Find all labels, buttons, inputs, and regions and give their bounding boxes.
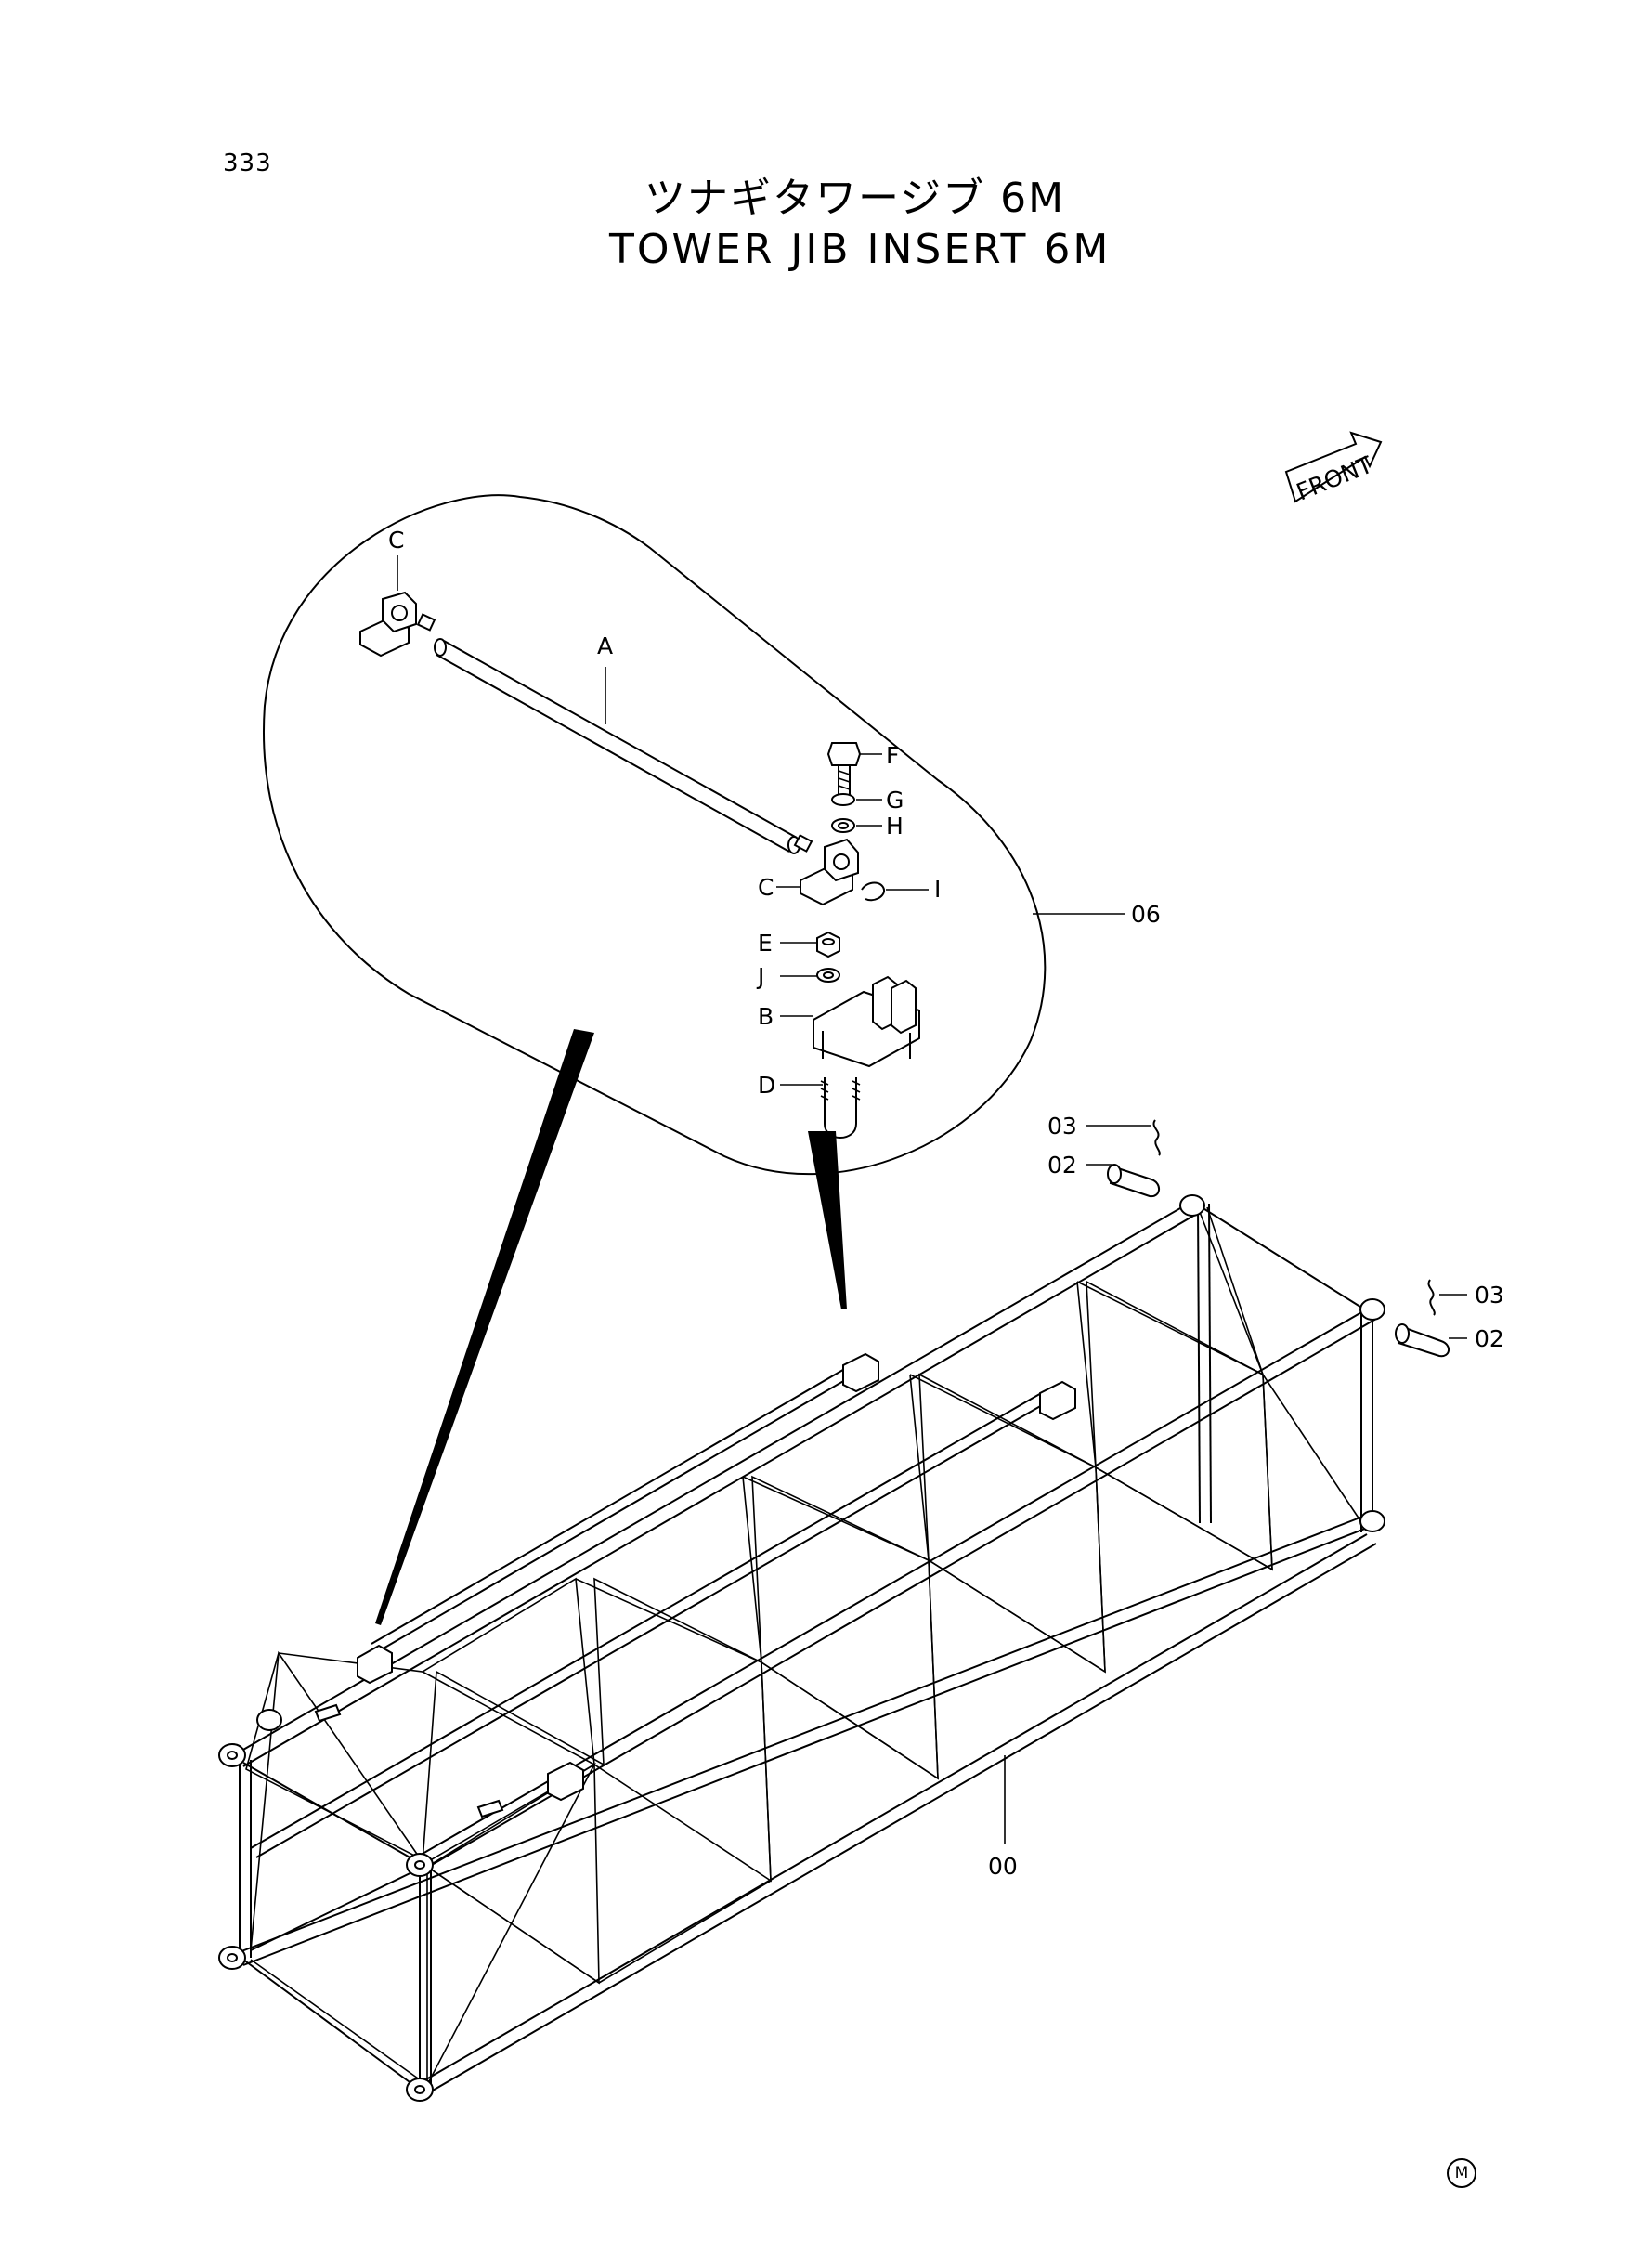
callout-c-top: C: [388, 527, 404, 554]
callout-j: J: [756, 963, 764, 990]
washer-h: [831, 818, 855, 833]
callout-g: G: [886, 787, 904, 814]
main-labels: 03 02 03 02 00: [988, 1113, 1504, 1880]
bracket-b: [813, 975, 920, 1068]
clip-i: [861, 881, 885, 902]
detail-bubble-outline: [263, 494, 1047, 1176]
callout-03-upper: 03: [1047, 1113, 1077, 1140]
callout-b: B: [758, 1003, 774, 1030]
nut-e: [816, 931, 840, 958]
washer-g: [831, 793, 855, 806]
pin-lugs: [218, 1194, 1385, 2102]
u-bolt-d: [820, 1077, 861, 1139]
callout-a: A: [597, 632, 613, 659]
callout-02-upper: 02: [1047, 1152, 1077, 1179]
shaft-a: [434, 638, 813, 854]
page-title-japanese: ツナギタワージブ 6M: [644, 175, 1066, 222]
detail-parts: [359, 591, 920, 1139]
callout-06: 06: [1131, 901, 1161, 928]
page-title-english: TOWER JIB INSERT 6M: [609, 226, 1112, 273]
rail-brackets: [314, 1352, 1076, 1818]
washer-j: [816, 968, 840, 983]
callout-f: F: [886, 742, 899, 769]
front-arrow-icon: FRONT: [1284, 431, 1383, 506]
bolt-f: [826, 742, 862, 795]
callout-03-right: 03: [1475, 1282, 1504, 1309]
pillow-block-c-top: [359, 591, 436, 658]
jib-insert-lattice: [236, 1197, 1377, 2099]
callout-d: D: [758, 1072, 775, 1099]
detail-pointer-right: [808, 1131, 847, 1309]
callout-i: I: [934, 876, 941, 903]
pillow-block-c-bottom: [800, 838, 859, 906]
callout-00: 00: [988, 1853, 1018, 1880]
main-leaders: [1004, 1125, 1467, 1844]
callout-e: E: [758, 930, 773, 957]
detail-labels: C A F G H C I E J B D 06: [388, 527, 1161, 1099]
connection-pins: [1107, 1119, 1450, 1358]
detail-leaders: [397, 555, 1125, 1086]
detail-pointer-left: [375, 1029, 594, 1625]
copyright-circle-icon: M: [1447, 2158, 1476, 2188]
callout-02-right: 02: [1475, 1325, 1504, 1352]
callout-c-bottom: C: [758, 874, 774, 901]
callout-h: H: [886, 813, 904, 840]
page-number: 333: [223, 150, 272, 177]
